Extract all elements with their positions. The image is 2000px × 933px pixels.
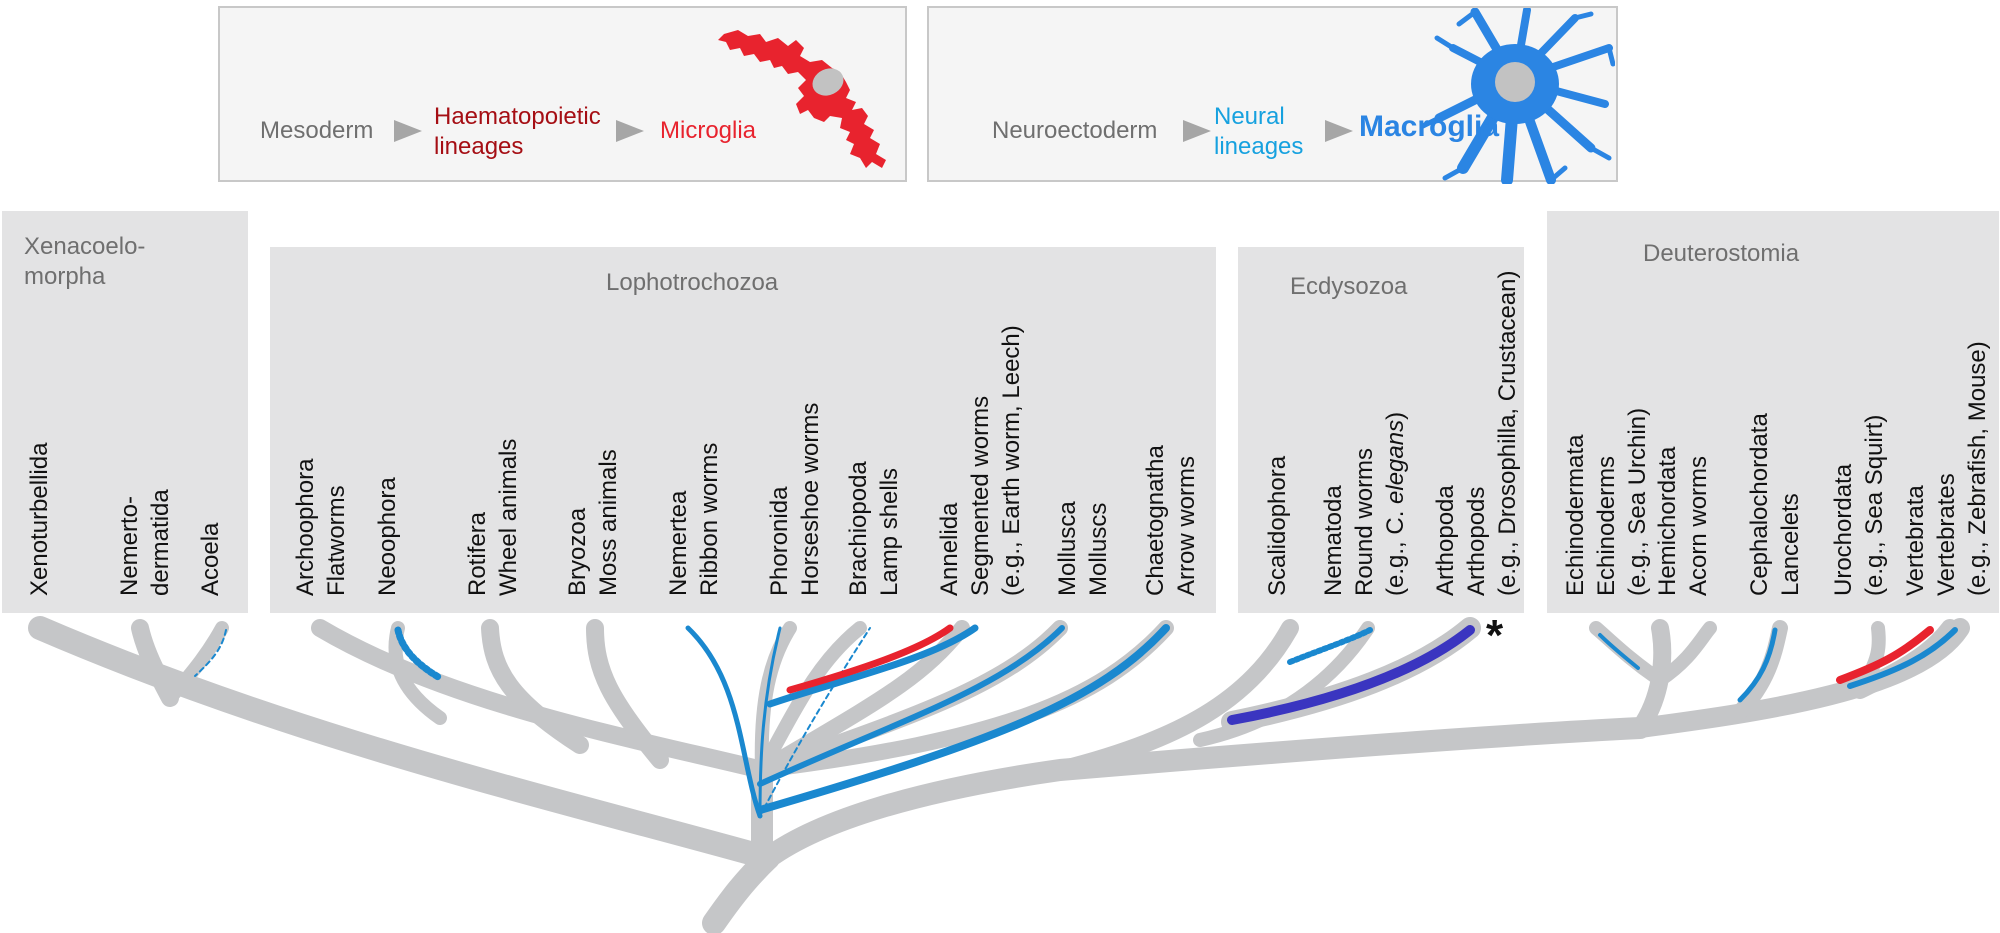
clade-box-lophotrochozoa — [270, 247, 1216, 613]
taxon-nemertodermatida: Nemerto-dermatida — [116, 489, 174, 596]
microglia-label: Microglia — [660, 117, 757, 144]
asterisk-marker: * — [1486, 611, 1504, 660]
arrow-icon — [616, 120, 644, 142]
clade-box-deuterostomia — [1547, 211, 1999, 613]
clade-title-xenacoelomorpha: Xenacoelo- morpha — [24, 233, 146, 290]
clade-title-ecdysozoa: Ecdysozoa — [1290, 273, 1408, 300]
macroglia-label: Macroglia — [1359, 110, 1500, 143]
taxon-neoophora: Neoophora — [374, 477, 401, 596]
taxon-urochordata: Urochordata(e.g., Sea Squirt) — [1830, 414, 1888, 596]
clade-title-lophotrochozoa: Lophotrochozoa — [606, 269, 779, 296]
astrocyte-cell-icon — [1420, 8, 1615, 184]
microglia-origin-panel: Mesoderm Haematopoietic lineages Microgl… — [218, 6, 907, 182]
arrow-icon — [1325, 120, 1353, 142]
clade-title-deuterostomia: Deuterostomia — [1643, 240, 1800, 267]
microglia-cell-icon — [718, 30, 886, 168]
taxon-xenoturbellida: Xenoturbellida — [26, 442, 53, 596]
taxon-acoela: Acoela — [197, 522, 224, 596]
macroglia-origin-panel: Neuroectoderm Neural lineages Macroglia — [927, 6, 1618, 184]
arrow-icon — [394, 120, 422, 142]
neuroectoderm-label: Neuroectoderm — [992, 117, 1158, 144]
mesoderm-label: Mesoderm — [260, 117, 374, 144]
haematopoietic-label: Haematopoietic lineages — [434, 103, 601, 160]
arrow-icon — [1183, 120, 1211, 142]
clade-box-xenacoelomorpha — [2, 211, 248, 613]
taxon-scalidophora: Scalidophora — [1264, 455, 1291, 596]
neural-lineages-label: Neural lineages — [1214, 103, 1304, 160]
clade-box-ecdysozoa — [1238, 247, 1524, 613]
